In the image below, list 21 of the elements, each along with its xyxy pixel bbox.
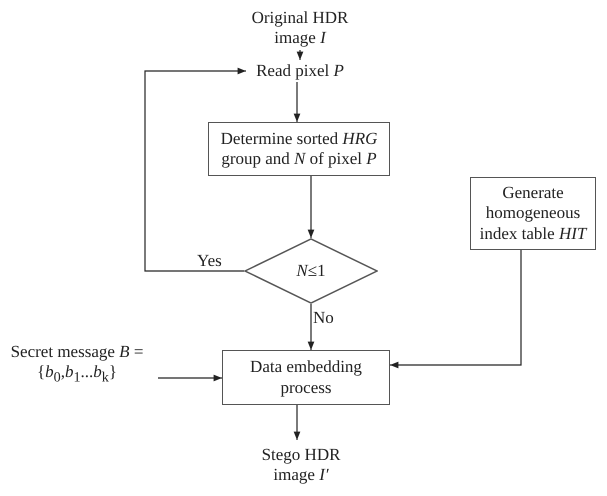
process-box — [208, 122, 390, 176]
arrow — [390, 250, 522, 368]
flow-text: Stego HDR image I′ — [260, 444, 342, 486]
flow-text: Secret message B = {b$_{0}$,b$_{1}$...b$_{k}$} — [10, 342, 144, 386]
edge-label: Yes — [196, 252, 223, 269]
node-text: Data embedding process — [249, 357, 363, 398]
process-box — [470, 177, 596, 250]
arrow — [308, 304, 314, 350]
node-text: Generate homogeneous index table HIT — [478, 182, 588, 244]
node-text: N≤1 — [296, 260, 326, 282]
arrow — [294, 405, 300, 440]
node-text: Determine sorted HRG group and N of pixel P — [220, 128, 378, 170]
arrow — [158, 374, 222, 382]
edge-label: No — [312, 309, 335, 326]
flow-text: Read pixel P — [256, 60, 344, 82]
flow-text: Original HDR image I — [250, 8, 350, 48]
arrow — [296, 50, 304, 60]
arrow — [308, 176, 314, 238]
arrow — [144, 68, 246, 272]
process-box — [222, 350, 390, 405]
arrow — [294, 82, 300, 122]
